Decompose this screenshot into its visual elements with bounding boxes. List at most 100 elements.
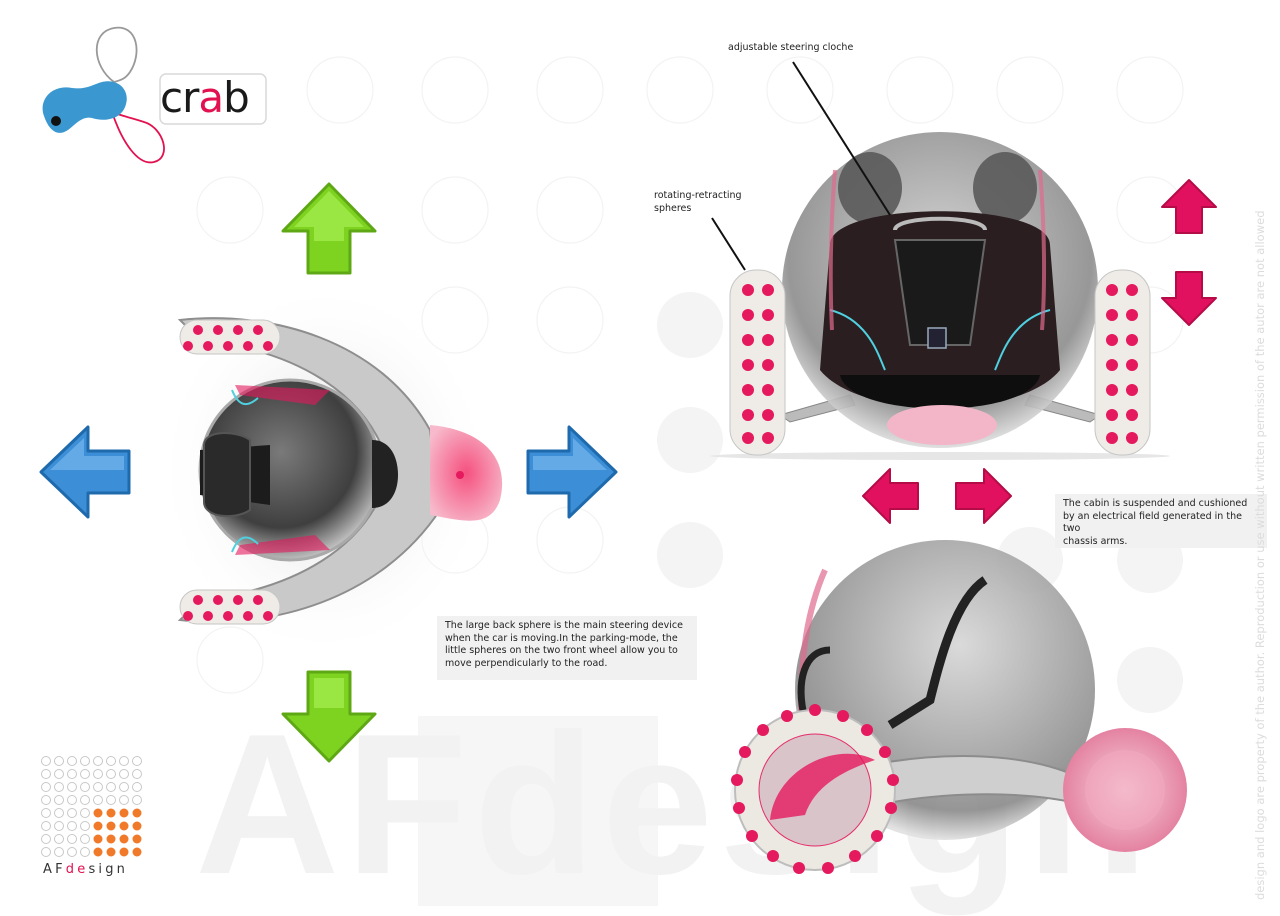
grid-dot-filled [106,808,116,818]
grid-dot-filled [93,821,103,831]
callout-rotating-spheres: rotating-retracting spheres [654,190,764,215]
grid-dot-outline [67,782,77,792]
arrow-left-icon [39,425,131,519]
grid-dot-filled [93,834,103,844]
grid-dot-outline [80,847,90,857]
grid-dot-outline [80,769,90,779]
grid-dot-outline [80,821,90,831]
grid-dot-filled [119,847,129,857]
arrow-right-icon [526,425,618,519]
note-back-sphere-line-3: little spheres on the two front wheel al… [445,645,678,656]
grid-dot-outline [54,808,64,818]
grid-dot-filled [132,808,142,818]
afdesign-word-suffix: sign [88,862,129,877]
grid-dot-outline [106,782,116,792]
grid-dot-outline [106,795,116,805]
side-view-vehicle [731,540,1187,874]
note-back-sphere: The large back sphere is the main steeri… [437,616,697,680]
copyright-notice: design and logo are property of the auth… [1253,210,1267,900]
grid-dot-outline [41,808,51,818]
grid-dot-outline [41,782,51,792]
grid-dot-outline [80,795,90,805]
note-back-sphere-line-4: move perpendicularly to the road. [445,657,608,669]
grid-dot-outline [41,834,51,844]
grid-dot-outline [54,834,64,844]
grid-dot-outline [93,782,103,792]
pink-arrow-down-icon [1161,271,1217,326]
grid-dot-outline [67,769,77,779]
grid-dot-outline [93,795,103,805]
front-view-vehicle [710,132,1170,460]
grid-dot-outline [67,847,77,857]
afdesign-dot-grid [41,756,142,857]
grid-dot-filled [119,808,129,818]
arrow-up-icon [281,182,377,275]
note-cabin-line-2: by an electrical field generated in the … [1063,510,1242,535]
callout-spheres-line-2: spheres [654,202,692,214]
grid-dot-outline [67,834,77,844]
callout-spheres-line-1: rotating-retracting [654,190,742,201]
grid-dot-filled [106,834,116,844]
grid-dot-outline [80,782,90,792]
grid-dot-outline [41,821,51,831]
crab-logo-mark [42,26,267,164]
grid-dot-outline [41,769,51,779]
pink-arrow-left-icon [862,468,919,524]
grid-dot-outline [80,834,90,844]
grid-dot-outline [54,782,64,792]
grid-dot-outline [41,847,51,857]
grid-dot-filled [106,821,116,831]
grid-dot-filled [119,834,129,844]
arrow-down-icon [281,670,377,763]
afdesign-wordmark: AFdesign [43,862,128,877]
note-cabin-line-3: chassis arms. [1063,535,1128,547]
grid-dot-outline [119,756,129,766]
top-view-vehicle [155,280,503,660]
grid-dot-filled [93,808,103,818]
grid-dot-outline [54,756,64,766]
grid-dot-outline [132,795,142,805]
grid-dot-outline [106,756,116,766]
note-back-sphere-line-2: when the car is moving.In the parking-mo… [445,632,678,644]
grid-dot-outline [41,795,51,805]
note-back-sphere-line-1: The large back sphere is the main steeri… [445,620,683,631]
grid-dot-outline [106,769,116,779]
wordmark-prefix: cr [160,73,199,122]
grid-dot-outline [41,756,51,766]
grid-dot-outline [54,847,64,857]
pink-arrow-up-icon [1161,179,1217,234]
grid-dot-outline [54,795,64,805]
grid-dot-outline [132,756,142,766]
grid-dot-outline [132,769,142,779]
side-wheel-spheres [731,704,899,874]
grid-dot-outline [67,821,77,831]
afdesign-word-accent: de [65,862,89,877]
front-right-wheel [1094,269,1151,456]
grid-dot-outline [119,769,129,779]
grid-dot-outline [119,782,129,792]
pink-arrow-right-icon [955,468,1012,524]
grid-dot-outline [67,795,77,805]
note-cabin-line-1: The cabin is suspended and cushioned [1063,498,1248,509]
watermark-box [418,716,658,906]
grid-dot-filled [132,834,142,844]
grid-dot-outline [132,782,142,792]
grid-dot-outline [54,821,64,831]
grid-dot-outline [54,769,64,779]
grid-dot-outline [80,756,90,766]
grid-dot-filled [93,847,103,857]
grid-dot-outline [67,756,77,766]
note-cabin: The cabin is suspended and cushioned by … [1055,494,1267,548]
grid-dot-outline [80,808,90,818]
afdesign-word-prefix: AF [43,862,66,877]
bottom-front-wheel [179,589,281,625]
grid-dot-filled [106,847,116,857]
grid-dot-outline [93,769,103,779]
grid-dot-outline [119,795,129,805]
wordmark-suffix: b [223,73,250,122]
grid-dot-filled [132,821,142,831]
top-front-wheel [179,319,281,355]
